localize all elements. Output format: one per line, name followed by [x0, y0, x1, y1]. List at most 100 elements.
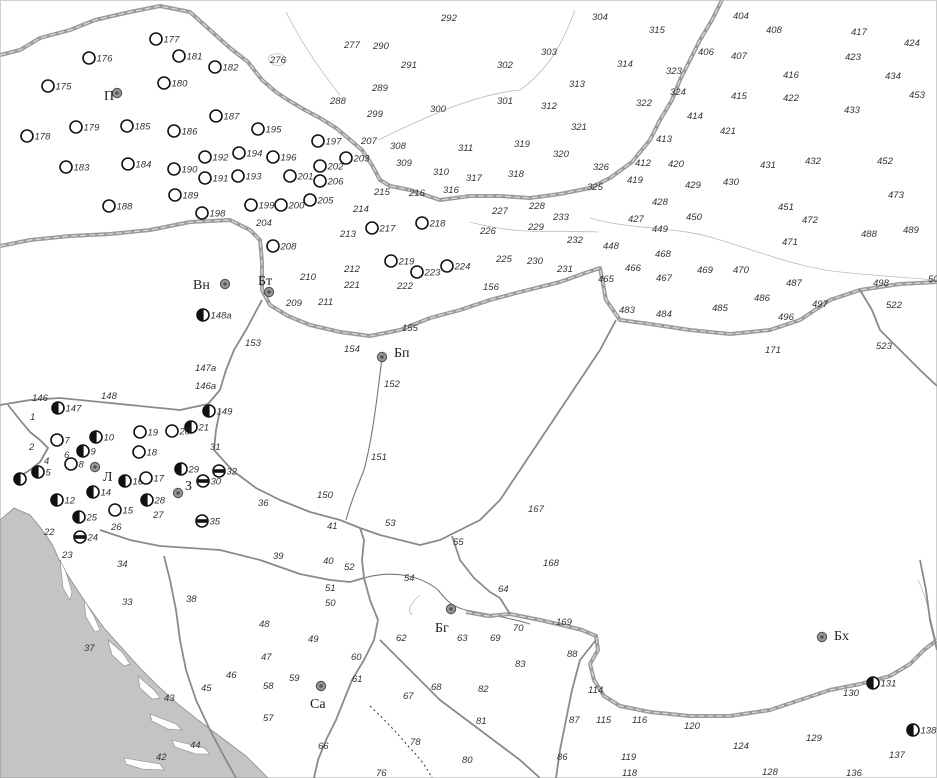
- region-number: 486: [754, 293, 771, 304]
- survey-point: 186: [167, 124, 199, 138]
- region-number: 488: [861, 229, 878, 240]
- city-Bt: Бт: [258, 274, 275, 298]
- empty-circle-icon: [168, 188, 182, 202]
- region-number: 2: [28, 442, 35, 453]
- region-number: 55: [453, 537, 464, 548]
- city-label: Са: [310, 697, 326, 712]
- region-number: 39: [273, 551, 284, 562]
- region-number: 57: [263, 713, 274, 724]
- region-number: 421: [720, 126, 736, 137]
- half-fill: [77, 445, 83, 457]
- region-number: 318: [508, 169, 525, 180]
- region-number: 225: [495, 254, 513, 265]
- region-number: 300: [430, 104, 447, 115]
- region-number: 128: [762, 767, 779, 778]
- survey-point-number: 217: [379, 224, 397, 235]
- region-number: 155: [402, 323, 419, 334]
- empty-circle-icon: [231, 169, 245, 183]
- survey-point: 176: [82, 51, 113, 65]
- survey-point-number: 205: [317, 196, 335, 207]
- survey-point-number: 183: [74, 163, 91, 174]
- half-fill: [119, 475, 125, 487]
- half-fill: [141, 494, 147, 506]
- region-number: 416: [783, 70, 800, 81]
- survey-point: 195: [251, 122, 282, 136]
- survey-point: 29: [174, 462, 200, 476]
- region-number: 51: [325, 583, 336, 594]
- region-number: 422: [783, 93, 800, 104]
- half-fill: [90, 431, 96, 443]
- city-label: Л: [103, 470, 113, 485]
- region-number: 154: [344, 344, 360, 355]
- survey-point-number: 200: [288, 201, 306, 212]
- region-number: 232: [566, 235, 584, 246]
- survey-point: 20: [165, 424, 191, 438]
- half-fill: [197, 309, 203, 321]
- survey-point: 12: [50, 493, 76, 507]
- region-number: 119: [621, 752, 637, 763]
- survey-point-number: 29: [188, 465, 200, 476]
- region-number: 40: [323, 556, 334, 567]
- survey-point-number: 5: [46, 468, 52, 479]
- region-number: 214: [352, 204, 369, 215]
- region-number: 317: [466, 173, 483, 184]
- region-number: 129: [806, 733, 823, 744]
- city-label: З: [185, 479, 192, 494]
- region-number: 484: [656, 309, 672, 320]
- region-number: 451: [778, 202, 794, 213]
- region-number: 231: [556, 264, 573, 275]
- region-number: 114: [588, 685, 603, 696]
- survey-point: 183: [59, 160, 91, 174]
- region-number: 313: [569, 79, 586, 90]
- city-Bg: Бг: [435, 603, 457, 636]
- region-number: 453: [909, 90, 926, 101]
- empty-circle-icon: [274, 198, 288, 212]
- region-number: 37: [84, 643, 95, 654]
- empty-circle-icon: [157, 76, 171, 90]
- region-number: 50: [325, 598, 336, 609]
- empty-circle-icon: [440, 259, 454, 273]
- region-number: 522: [886, 300, 903, 311]
- survey-point: 202: [313, 159, 344, 173]
- survey-point-number: 186: [182, 127, 199, 138]
- survey-point: 15: [108, 503, 134, 517]
- region-number: 303: [541, 47, 558, 58]
- survey-point-number: 30: [211, 477, 222, 488]
- survey-point: 5: [31, 465, 52, 479]
- city-center-dot: [380, 355, 384, 359]
- region-number: 432: [805, 156, 822, 167]
- empty-circle-icon: [165, 424, 179, 438]
- survey-point: 193: [231, 169, 262, 183]
- region-number: 78: [410, 737, 421, 748]
- survey-point-number: 7: [65, 436, 71, 447]
- empty-circle-icon: [283, 169, 297, 183]
- half-fill: [185, 421, 191, 433]
- region-number: 322: [636, 98, 653, 109]
- empty-circle-icon: [102, 199, 116, 213]
- region-number: 412: [635, 158, 652, 169]
- survey-point: 200: [274, 198, 306, 212]
- empty-circle-icon: [120, 119, 134, 133]
- empty-circle-icon: [198, 150, 212, 164]
- region-number: 212: [343, 264, 361, 275]
- region-number: 290: [372, 41, 390, 52]
- region-number: 150: [317, 490, 334, 501]
- empty-circle-icon: [50, 433, 64, 447]
- region-number: 42: [156, 752, 167, 763]
- survey-point-number: 182: [223, 63, 240, 74]
- region-number: 70: [513, 623, 524, 634]
- half-fill: [175, 463, 181, 475]
- survey-point: 30: [196, 474, 222, 488]
- region-number: 36: [258, 498, 269, 509]
- region-number: 151: [371, 452, 387, 463]
- survey-point: 182: [208, 60, 240, 74]
- region-number: 309: [396, 158, 413, 169]
- region-number: 33: [122, 597, 133, 608]
- dotted-border: [369, 705, 433, 778]
- region-number: 204: [255, 218, 272, 229]
- empty-circle-icon: [313, 174, 327, 188]
- empty-circle-icon: [410, 265, 424, 279]
- region-number: 470: [733, 265, 750, 276]
